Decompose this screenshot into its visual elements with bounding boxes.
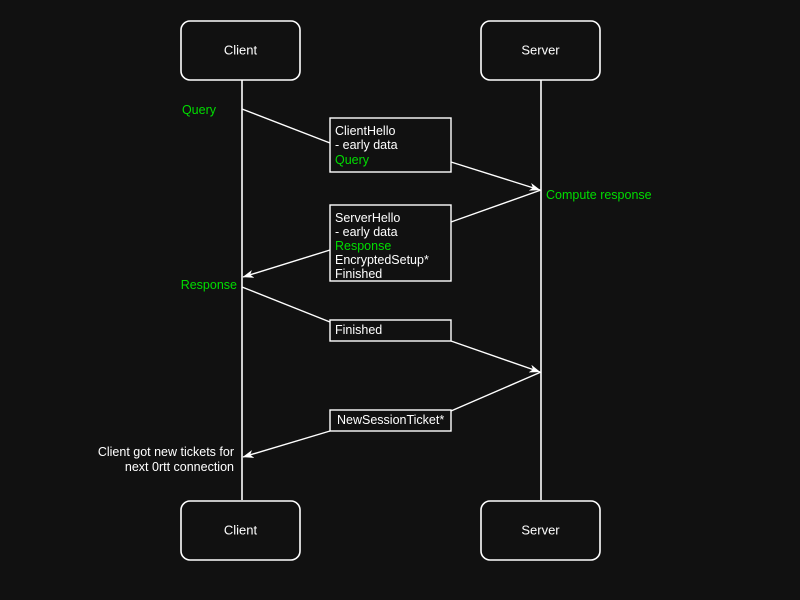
message-box-server-hello [329,204,452,282]
message-line-client-hello-0: ClientHello [335,124,395,138]
message-line-new-session-ticket-0: NewSessionTicket* [337,413,444,427]
arrow-newsessionticket-to-client [242,430,331,458]
note-query: Query [182,103,217,117]
message-line-server-hello-2: Response [335,239,391,253]
message-line-server-hello-0: ServerHello [335,211,400,225]
arrow-client-to-finished [241,286,331,323]
message-line-finished-0: Finished [335,323,382,337]
actor-label-client-bottom: Client [224,522,258,537]
actor-label-client-top: Client [224,42,258,57]
arrow-serverhello-to-client [242,249,331,278]
actor-box-client-top [180,20,301,81]
actor-label-server-bottom: Server [521,522,560,537]
message-line-client-hello-2: Query [335,153,370,167]
arrow-server-to-serverhello [450,189,542,223]
message-line-server-hello-4: Finished [335,267,382,281]
note-tickets-line-2: next 0rtt connection [125,460,234,474]
arrow-client-to-clienthello [241,108,331,144]
message-line-client-hello-1: - early data [335,138,398,152]
message-box-finished [329,319,452,342]
actor-box-server-top [480,20,601,81]
arrow-server-to-newsessionticket [450,371,542,412]
arrow-finished-to-server [450,340,541,373]
actor-label-server-top: Server [521,42,560,57]
message-line-server-hello-1: - early data [335,225,398,239]
actor-box-server-bottom [480,500,601,561]
note-response: Response [181,278,237,292]
message-box-client-hello [329,117,452,173]
note-tickets-line-1: Client got new tickets for [98,445,234,459]
message-box-new-session-ticket [329,409,452,432]
note-compute-response: Compute response [546,188,652,202]
arrow-clienthello-to-server [450,161,541,191]
message-line-server-hello-3: EncryptedSetup* [335,253,429,267]
actor-box-client-bottom [180,500,301,561]
